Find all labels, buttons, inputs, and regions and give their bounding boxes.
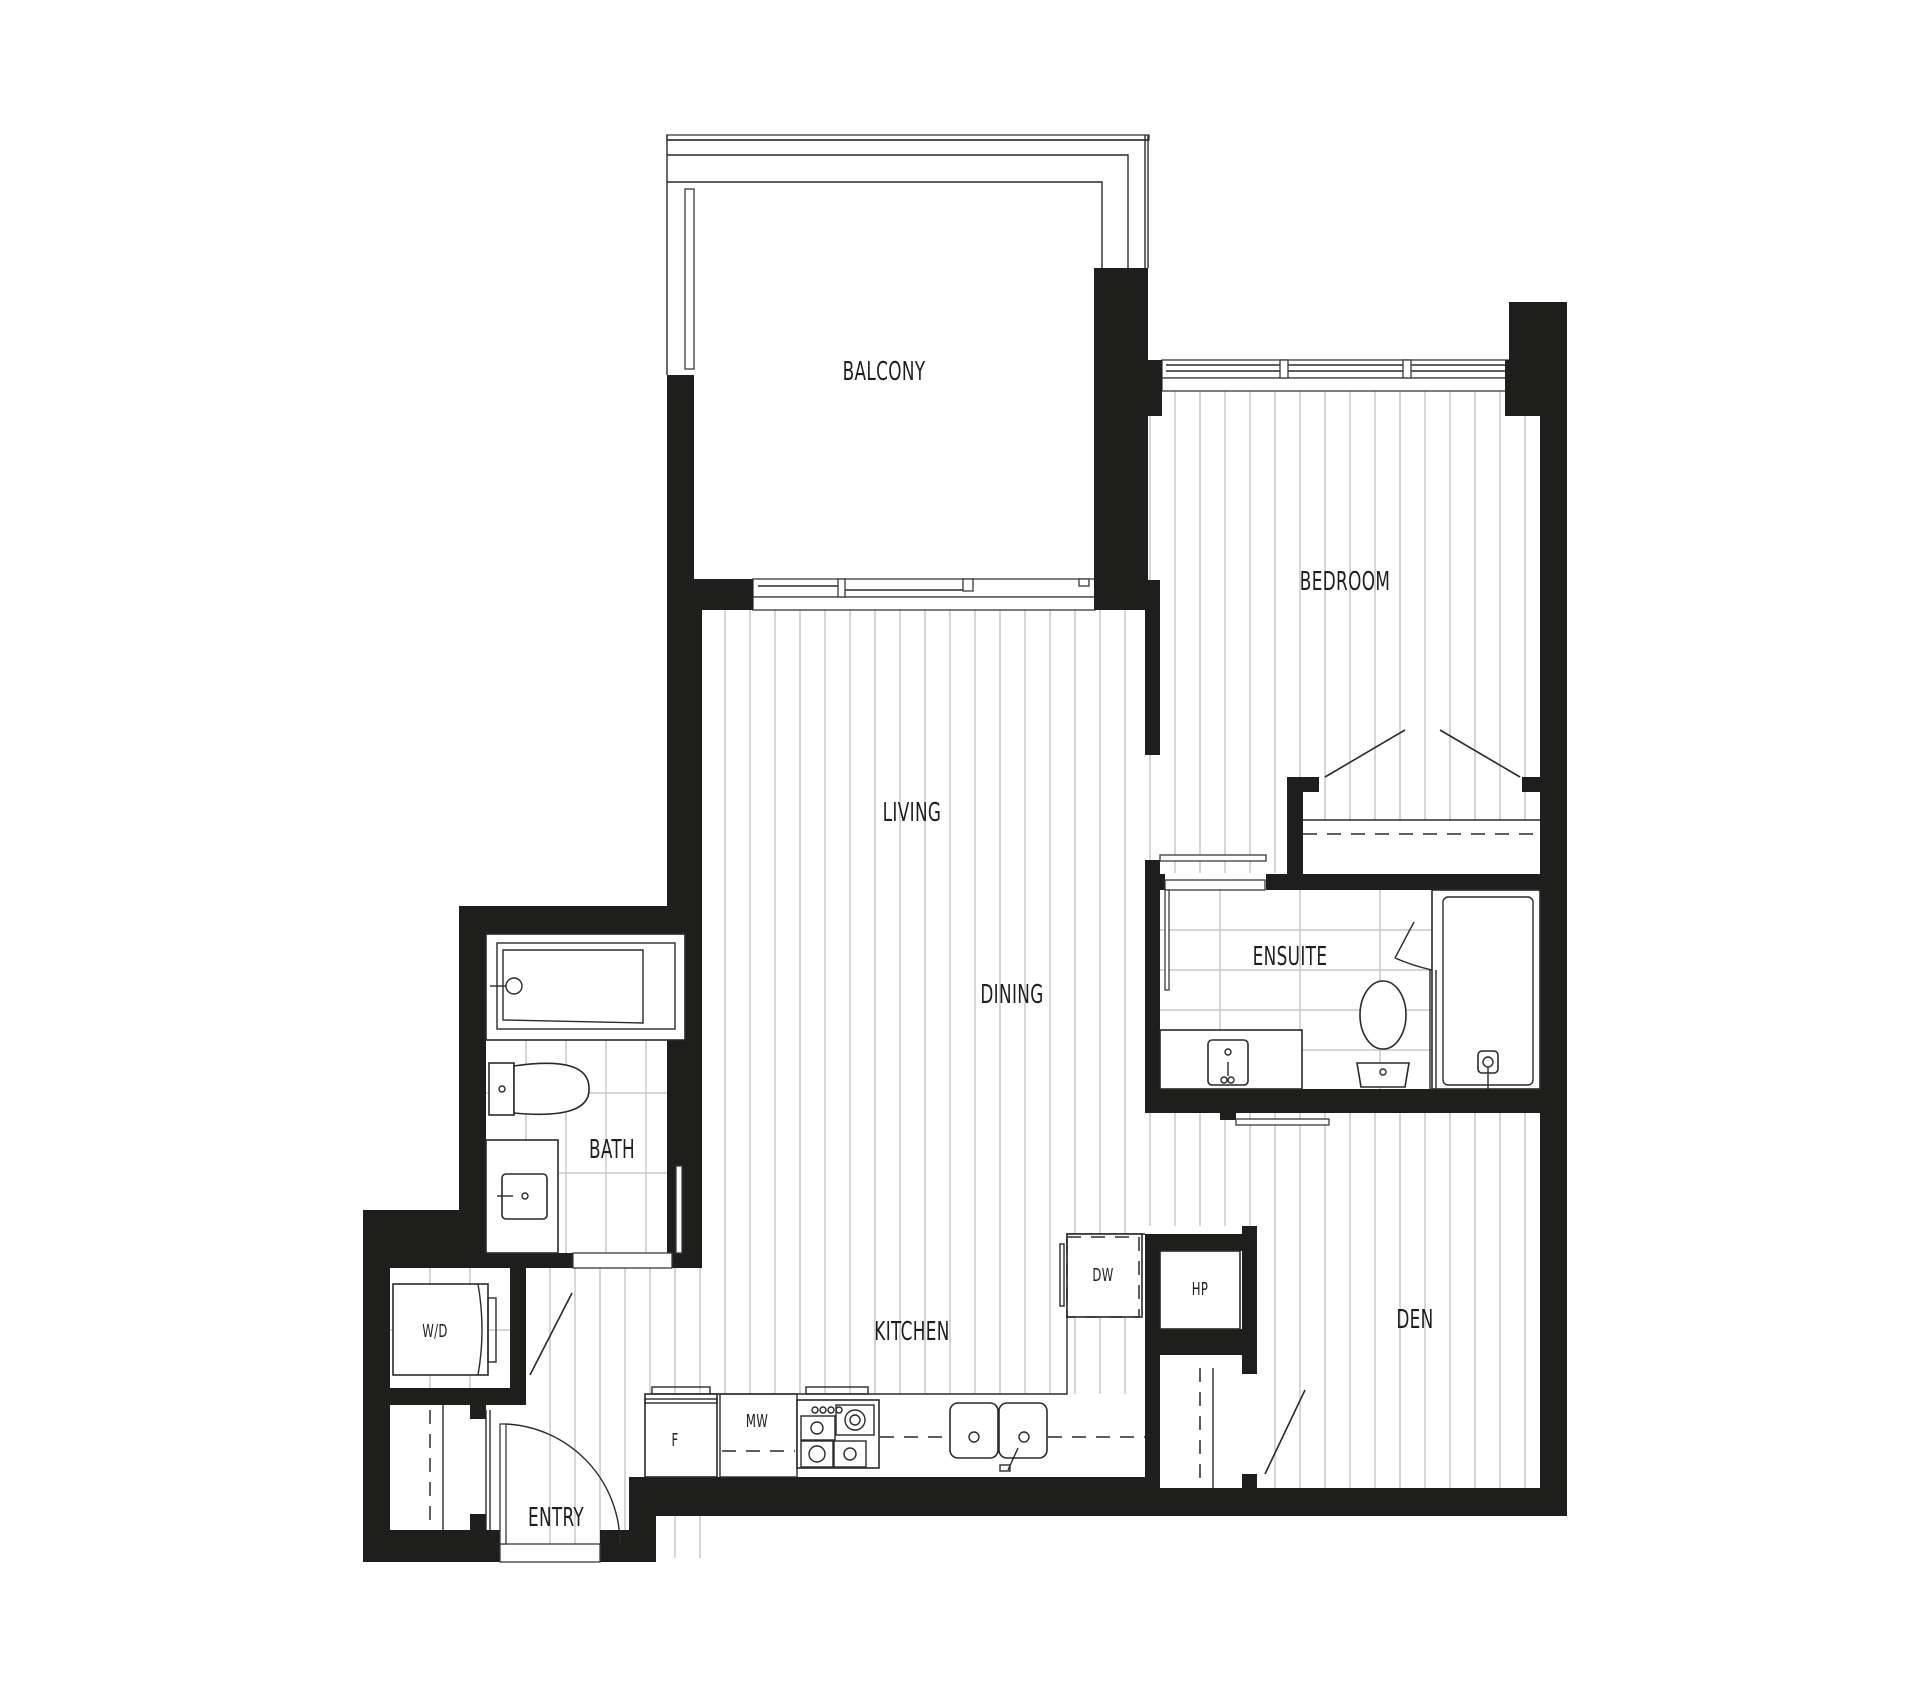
appliance-label-washer-dryer: W/D: [422, 1321, 448, 1342]
entry-door: [485, 1410, 621, 1563]
room-label-den: DEN: [1396, 1305, 1434, 1335]
floor-planks: [530, 391, 1526, 1558]
laundry: [392, 1283, 497, 1530]
bath-fixtures: [485, 933, 686, 1254]
hp-closet: [1159, 1250, 1241, 1488]
bedroom-closet: [1303, 819, 1540, 874]
room-label-bedroom: BEDROOM: [1299, 567, 1391, 597]
room-label-ensuite: ENSUITE: [1252, 942, 1328, 972]
room-label-balcony: BALCONY: [842, 357, 926, 387]
balcony-railing: [666, 134, 1150, 375]
walls: [363, 268, 1567, 1562]
appliance-label-dishwasher: DW: [1092, 1265, 1114, 1286]
doors: [529, 729, 1521, 1475]
room-label-dining: DINING: [980, 980, 1044, 1010]
appliance-label-microwave: MW: [745, 1411, 769, 1432]
room-label-entry: ENTRY: [527, 1503, 585, 1533]
room-label-kitchen: KITCHEN: [874, 1317, 950, 1347]
living-window: [752, 578, 1096, 611]
bedroom-window: [1161, 359, 1510, 392]
ensuite-fixtures: [1159, 889, 1541, 1090]
appliance-label-fridge: F: [671, 1430, 679, 1451]
room-label-living: LIVING: [882, 798, 942, 828]
room-label-bath: BATH: [588, 1135, 636, 1165]
kitchen-fixtures: [644, 1233, 1145, 1478]
appliance-label-heat-pump: HP: [1191, 1279, 1209, 1300]
